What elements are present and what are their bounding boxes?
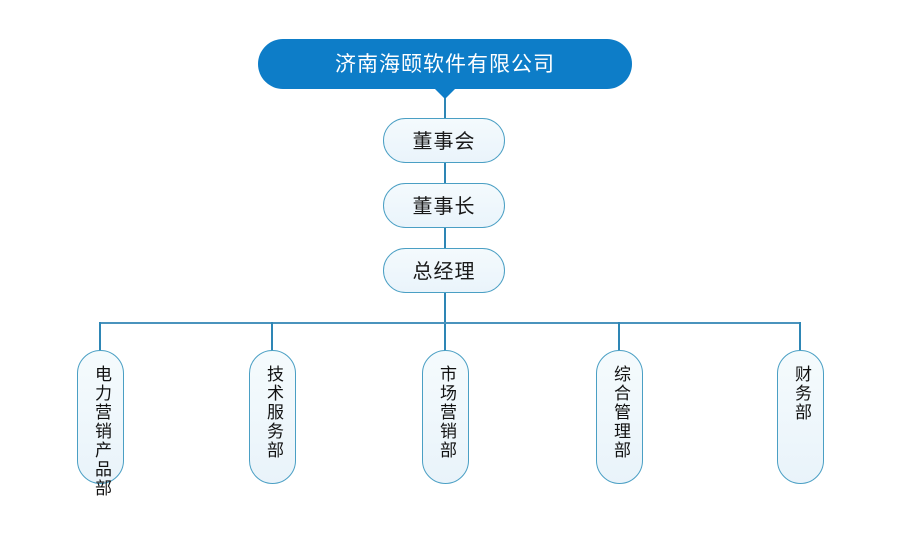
org-node-chairman[interactable]: 董事长 [383, 183, 505, 228]
org-node-dept-general-management-label: 综合管理部 [610, 365, 630, 460]
org-node-dept-market-marketing[interactable]: 市场营销部 [422, 350, 469, 484]
org-node-company-label: 济南海颐软件有限公司 [335, 51, 555, 76]
connector-bus-to-dept-2 [271, 322, 273, 352]
connector-bus-to-dept-4 [618, 322, 620, 352]
org-node-dept-technical-service[interactable]: 技术服务部 [249, 350, 296, 484]
org-node-dept-technical-service-label: 技术服务部 [263, 365, 283, 460]
org-node-board-of-directors-label: 董事会 [412, 128, 476, 153]
connector-chairman-to-general-manager [444, 228, 446, 248]
connector-board-to-chairman [444, 163, 446, 183]
root-notch-triangle [434, 88, 456, 99]
org-node-chairman-label: 董事长 [412, 193, 476, 218]
connector-bus-to-dept-1 [99, 322, 101, 352]
org-node-dept-power-marketing-product[interactable]: 电力营销产品部 [77, 350, 124, 498]
connector-company-to-board [444, 98, 446, 118]
org-node-dept-power-marketing-product-label: 电力营销产品部 [91, 365, 111, 498]
org-node-board-of-directors[interactable]: 董事会 [383, 118, 505, 163]
org-node-dept-general-management[interactable]: 综合管理部 [596, 350, 643, 484]
org-node-dept-finance[interactable]: 财务部 [777, 350, 824, 484]
org-node-company[interactable]: 济南海颐软件有限公司 [258, 39, 632, 89]
org-node-dept-finance-label: 财务部 [791, 365, 811, 422]
connector-department-bus [99, 322, 801, 324]
org-node-general-manager-label: 总经理 [412, 258, 476, 283]
org-node-general-manager[interactable]: 总经理 [383, 248, 505, 293]
connector-bus-to-dept-5 [799, 322, 801, 352]
org-node-dept-market-marketing-label: 市场营销部 [436, 365, 456, 460]
